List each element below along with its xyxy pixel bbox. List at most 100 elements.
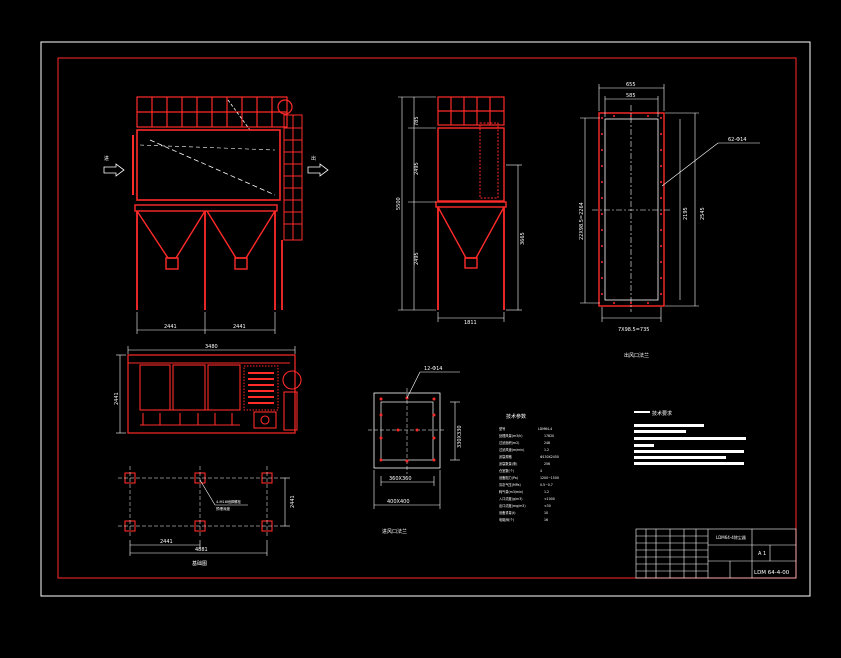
front-body bbox=[136, 129, 281, 201]
side-hopper bbox=[435, 201, 507, 269]
param-value-12: 10 bbox=[544, 511, 548, 515]
outer-frame bbox=[40, 41, 811, 597]
tech-params-rows: 型号 LDM64-4 处理风量(m3/h) 17820 过滤面积(m2) 248… bbox=[499, 426, 559, 522]
foundation-anchor-note-1: 4-M16地脚螺栓 bbox=[216, 499, 241, 504]
side-dim-bottom: 2495 bbox=[414, 252, 420, 265]
side-legs bbox=[437, 207, 505, 310]
flange-dim-outer-height: 2545 bbox=[700, 207, 706, 220]
inlet-flange-dim-inner: 360X360 bbox=[389, 476, 412, 482]
flange-dim-left: 22X98.5=2264 bbox=[579, 202, 585, 240]
param-value-7: 1200~1500 bbox=[540, 476, 559, 480]
side-dim-middle: 2495 bbox=[414, 162, 420, 175]
tech-params-title: 技术参数 bbox=[506, 413, 526, 420]
flange-dim-inner-height: 2195 bbox=[683, 207, 689, 220]
top-outline bbox=[127, 354, 296, 434]
title-drawing-number: LDM 64-4-00 bbox=[754, 570, 790, 576]
flange-caption: 出风口法兰 bbox=[624, 352, 649, 359]
foundation-dim-side: 2441 bbox=[290, 495, 296, 508]
tech-req-title: 技术要求 bbox=[652, 410, 672, 417]
side-dim-top: 785 bbox=[414, 116, 420, 126]
front-dims bbox=[136, 312, 276, 334]
sheet-frames bbox=[40, 41, 811, 597]
param-value-1: 17820 bbox=[544, 434, 554, 438]
param-label-11: 出口浓度(mg/m3) bbox=[499, 503, 526, 508]
front-view: 进 出 2441 2441 bbox=[103, 96, 329, 334]
front-legs bbox=[136, 211, 283, 310]
param-value-2: 248 bbox=[544, 441, 550, 445]
param-value-9: 1.2 bbox=[544, 490, 549, 494]
foundation-caption: 基础图 bbox=[192, 560, 207, 567]
front-dim-left: 2441 bbox=[164, 324, 177, 330]
side-ladder bbox=[479, 122, 499, 199]
foundation-anchor-note-2: 预埋深度 bbox=[216, 506, 230, 511]
top-ladder bbox=[253, 370, 302, 431]
param-value-3: 1.2 bbox=[544, 448, 549, 452]
foundation-dim-spacing: 2441 bbox=[160, 539, 173, 545]
foundation-plan: 4-M16地脚螺栓 预埋深度 2441 4881 2441 基础图 bbox=[118, 466, 296, 567]
inlet-flange-dim-height: 330X330 bbox=[457, 425, 463, 448]
param-value-13: 16 bbox=[544, 518, 548, 522]
inlet-flange-caption: 进风口法兰 bbox=[382, 528, 407, 535]
param-value-6: 4 bbox=[540, 469, 542, 473]
flange-inner bbox=[604, 118, 659, 301]
foundation-pads bbox=[124, 472, 273, 532]
side-dim-right: 3665 bbox=[520, 232, 526, 245]
side-top-grid bbox=[437, 96, 505, 126]
param-label-6: 仓室数(个) bbox=[499, 468, 514, 473]
tech-req-line-2 bbox=[634, 430, 686, 433]
param-label-4: 滤袋规格 bbox=[499, 454, 513, 459]
flange-dim-outer-width: 655 bbox=[626, 82, 636, 88]
tech-requirements: 技术要求 bbox=[634, 410, 746, 465]
param-value-11: <30 bbox=[544, 504, 551, 508]
flange-bolt-holes bbox=[601, 115, 662, 304]
tech-params: 技术参数 型号 LDM64-4 处理风量(m3/h) 17820 过滤面积(m2… bbox=[499, 413, 559, 522]
side-dim-overall: 5500 bbox=[396, 197, 402, 210]
inlet-flange-hole-callout: 12-Φ14 bbox=[424, 366, 442, 372]
tech-req-line-3 bbox=[634, 437, 746, 440]
tech-req-line-5 bbox=[634, 450, 744, 453]
flange-outer bbox=[598, 112, 665, 307]
param-value-4: Φ130X2450 bbox=[540, 455, 559, 459]
title-block bbox=[635, 528, 797, 579]
param-label-12: 设备重量(t) bbox=[499, 510, 516, 515]
param-label-8: 清灰气压(MPa) bbox=[499, 482, 521, 487]
foundation-dims bbox=[129, 477, 290, 556]
tech-req-line-1 bbox=[634, 424, 704, 427]
side-dim-base: 1811 bbox=[464, 320, 477, 326]
param-value-10: <1000 bbox=[544, 497, 555, 501]
top-dims bbox=[116, 346, 296, 434]
inner-frame bbox=[57, 57, 797, 579]
param-label-5: 滤袋数量(条) bbox=[499, 461, 517, 466]
param-value-8: 0.5~0.7 bbox=[540, 483, 553, 487]
param-label-1: 处理风量(m3/h) bbox=[499, 433, 522, 438]
param-label-0: 型号 bbox=[499, 426, 505, 431]
front-outlet-label: 出 bbox=[311, 155, 316, 162]
tech-req-line-7 bbox=[634, 462, 744, 465]
flange-dim-bottom: 7X98.5=735 bbox=[618, 327, 649, 333]
param-label-9: 耗气量(m3/min) bbox=[499, 489, 523, 494]
foundation-centerlines bbox=[118, 466, 280, 538]
top-view: 3480 2441 bbox=[114, 344, 302, 434]
front-dim-right: 2441 bbox=[233, 324, 246, 330]
flange-hole-callout: 62-Φ14 bbox=[728, 137, 746, 143]
front-outlet-arrow bbox=[307, 163, 329, 177]
inlet-flange-dims bbox=[373, 371, 460, 509]
param-value-0: LDM64-4 bbox=[538, 427, 552, 431]
top-dim-width: 3480 bbox=[205, 344, 218, 350]
inlet-flange-dim-outer: 400X400 bbox=[387, 499, 410, 505]
param-value-5: 256 bbox=[544, 462, 550, 466]
flange-dim-inner-width: 585 bbox=[626, 93, 636, 99]
title-sheet: A 1 bbox=[758, 551, 766, 557]
top-dim-depth: 2441 bbox=[114, 392, 120, 405]
front-inlet-label: 进 bbox=[104, 155, 109, 162]
inlet-flange-view: 12-Φ14 330X330 360X360 400X400 进风口法兰 bbox=[368, 366, 463, 535]
param-label-10: 入口浓度(g/m3) bbox=[499, 496, 522, 501]
param-label-2: 过滤面积(m2) bbox=[499, 440, 519, 445]
top-compartments bbox=[139, 364, 241, 426]
title-drawing-name: LDM64-4除尘器 bbox=[716, 534, 746, 540]
foundation-dim-total: 4881 bbox=[195, 547, 208, 553]
side-view: 785 2495 5500 2495 3665 1811 bbox=[396, 96, 526, 326]
front-inlet-arrow bbox=[103, 163, 125, 177]
side-body bbox=[437, 127, 505, 202]
